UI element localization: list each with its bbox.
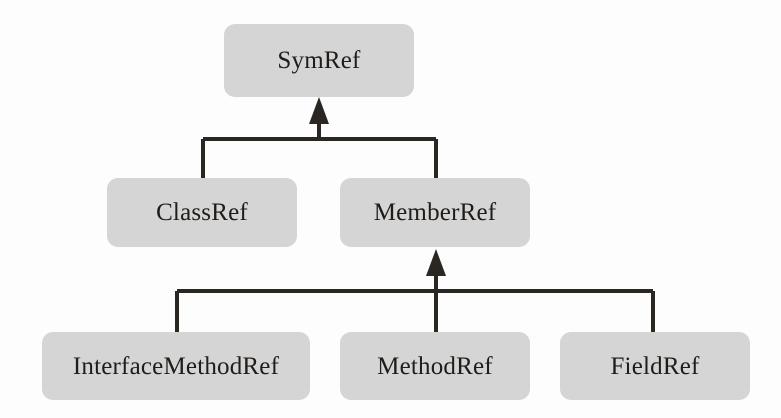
node-fieldref[interactable]: FieldRef: [560, 332, 750, 400]
arrowhead-memberref: [426, 249, 446, 276]
node-interfacemethodref[interactable]: InterfaceMethodRef: [42, 332, 310, 400]
node-methodref[interactable]: MethodRef: [340, 332, 530, 400]
arrowhead-symref: [309, 97, 329, 124]
node-memberref-label: MemberRef: [373, 199, 497, 226]
node-symref[interactable]: SymRef: [224, 24, 414, 97]
node-methodref-label: MethodRef: [377, 352, 493, 380]
node-interfacemethodref-label: InterfaceMethodRef: [72, 352, 280, 380]
node-symref-label: SymRef: [277, 47, 361, 74]
node-classref[interactable]: ClassRef: [107, 178, 297, 247]
node-fieldref-label: FieldRef: [610, 352, 700, 380]
node-classref-label: ClassRef: [156, 199, 248, 226]
node-memberref[interactable]: MemberRef: [340, 178, 530, 247]
